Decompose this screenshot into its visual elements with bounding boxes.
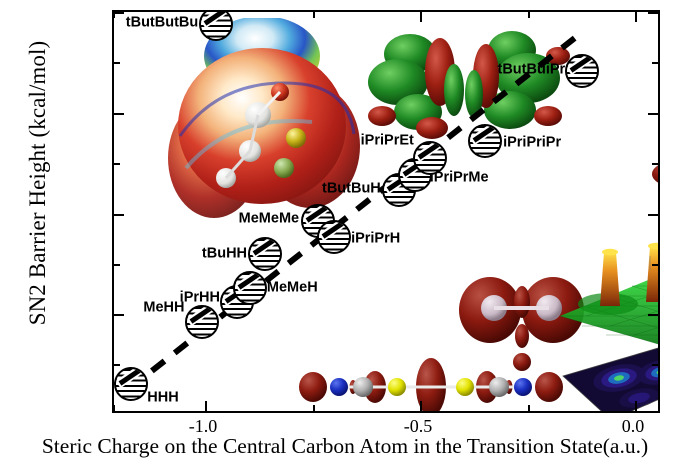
data-point-label: tButButBu	[125, 14, 199, 31]
y-tick-right-minor	[652, 163, 658, 165]
data-point-label: MeHH	[143, 299, 185, 316]
data-point-label: MeMeH	[266, 279, 318, 296]
green-orbital-inset	[368, 31, 570, 139]
x-tick-minor	[114, 405, 115, 411]
y-tick-right-minor	[652, 62, 658, 64]
x-tick	[420, 401, 422, 411]
y-tick-minor	[114, 264, 120, 266]
esp-surface-inset	[168, 18, 360, 218]
y-tick-right-minor	[652, 364, 658, 366]
data-point-label: iPrHH	[179, 289, 220, 306]
x-tick	[635, 401, 637, 411]
x-tick	[205, 401, 207, 411]
x-axis-title: Steric Charge on the Central Carbon Atom…	[41, 434, 649, 458]
y-tick	[114, 314, 124, 316]
data-point-marker	[199, 12, 234, 42]
y-tick	[114, 12, 124, 14]
data-point-marker	[248, 236, 283, 271]
data-point-marker	[565, 54, 600, 89]
y-axis-title: SN2 Barrier Height (kcal/mol)	[25, 40, 50, 326]
x-tick-minor	[528, 405, 530, 411]
x-tick-top-minor	[114, 12, 115, 18]
data-point-marker	[468, 123, 503, 158]
y-tick	[114, 214, 124, 216]
data-point-marker	[317, 219, 352, 254]
data-point-label: iPriPrH	[351, 230, 401, 247]
data-point-marker	[412, 141, 447, 176]
data-point-label: iPriPrMe	[429, 169, 489, 186]
x-tick-top-minor	[528, 12, 530, 18]
red-lobes-inset	[459, 277, 584, 371]
linear-molecule-inset	[299, 358, 563, 411]
data-point-label: iPriPrEt	[360, 132, 414, 149]
x-tick-top-minor	[313, 12, 315, 18]
x-tick-label: -1.0	[188, 416, 218, 436]
y-tick-minor	[114, 364, 120, 366]
data-point-label: HHH	[147, 389, 179, 406]
y-tick-right	[648, 12, 658, 14]
x-tick-top	[420, 12, 422, 22]
y-tick-right	[648, 214, 658, 216]
y-tick-right-minor	[652, 264, 658, 266]
x-tick-top	[635, 12, 637, 22]
data-point-label: tBuHH	[201, 245, 248, 262]
x-tick-label: -0.5	[403, 416, 433, 436]
y-tick	[114, 113, 124, 115]
data-point-label: MeMeMe	[238, 210, 300, 227]
data-point-label: tButBuiPr	[497, 61, 566, 78]
plot-area: 0.00 0.05 0.10 0.15 0.20	[112, 10, 660, 413]
x-tick-minor	[313, 405, 315, 411]
surface-plot-inset	[559, 242, 658, 345]
data-point-marker	[232, 271, 267, 306]
y-tick-right	[648, 314, 658, 316]
y-tick-minor	[114, 62, 120, 64]
data-point-marker	[185, 305, 220, 340]
y-tick-right	[648, 113, 658, 115]
x-tick-label: 0.0	[621, 416, 645, 436]
data-point-label: tButBuH	[321, 180, 381, 197]
data-point-marker	[114, 366, 149, 401]
contour-plot-inset	[562, 347, 658, 411]
y-tick-minor	[114, 163, 120, 165]
data-point-label: iPriPriPr	[503, 134, 562, 151]
